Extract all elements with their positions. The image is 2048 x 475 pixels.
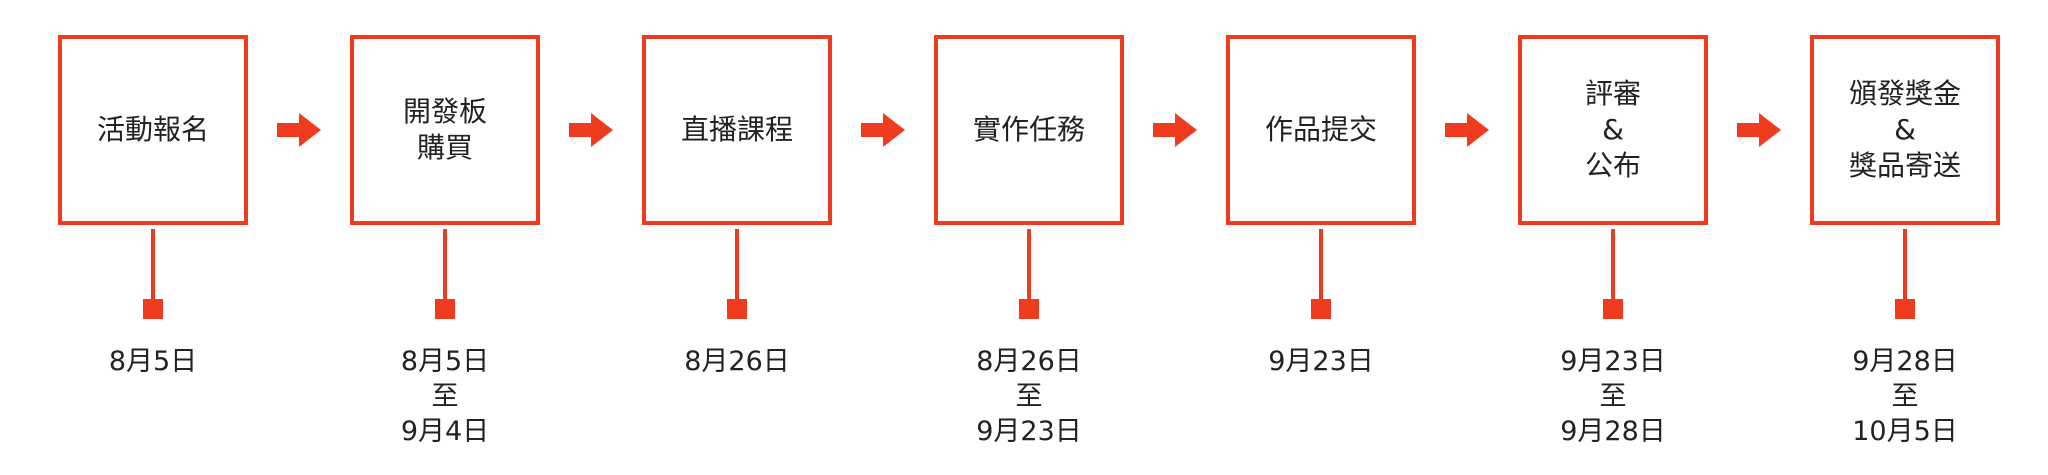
timeline-node xyxy=(1603,299,1623,319)
step-label-line: & xyxy=(1894,113,1916,146)
connector-line xyxy=(151,229,155,299)
step-label-line: 評審 xyxy=(1584,77,1641,110)
step-date-line: 9月4日 xyxy=(400,416,490,447)
step-date: 9月23日至 9月28日 xyxy=(1483,344,1743,449)
step-label-line: 實作任務 xyxy=(972,113,1085,146)
step-label-line: 活動報名 xyxy=(96,113,209,146)
step-box-3: 直播課程 xyxy=(642,35,832,319)
step-date: 8月5日至 9月4日 xyxy=(315,344,575,449)
step-date-line: 9月23日 xyxy=(1560,346,1666,377)
step-label-line: 獎品寄送 xyxy=(1848,149,1961,182)
step-date-line: 8月26日 xyxy=(976,346,1082,377)
timeline-node xyxy=(1311,299,1331,319)
step-date-line: 至 xyxy=(1015,381,1043,412)
connector-line xyxy=(1903,229,1907,299)
arrow-right-icon xyxy=(1153,113,1197,147)
step-date-line: 至 xyxy=(431,381,459,412)
step-date-line: 9月23日 xyxy=(1268,346,1374,377)
step-date: 9月28日至 10月5日 xyxy=(1775,344,2035,449)
step-box-2: 開發板購買 xyxy=(350,35,540,319)
step-box-5: 作品提交 xyxy=(1226,35,1416,319)
step-label: 活動報名 xyxy=(97,112,209,148)
arrow-right-icon xyxy=(861,113,905,147)
step-date-line: 9月28日 xyxy=(1852,346,1958,377)
step-box-7: 頒發獎金&獎品寄送 xyxy=(1810,35,2000,319)
timeline-node xyxy=(143,299,163,319)
step-label: 實作任務 xyxy=(973,112,1085,148)
timeline-node xyxy=(1895,299,1915,319)
step-label-line: 公布 xyxy=(1584,149,1641,182)
connector-line xyxy=(1611,229,1615,299)
step-date: 8月26日至 9月23日 xyxy=(899,344,1159,449)
step-label: 作品提交 xyxy=(1265,112,1377,148)
arrow-right-icon xyxy=(569,113,613,147)
step-label-line: 直播課程 xyxy=(680,113,793,146)
step-date-line: 9月23日 xyxy=(976,416,1082,447)
connector-line xyxy=(1027,229,1031,299)
step-date-line: 8月26日 xyxy=(684,346,790,377)
step-label: 開發板購買 xyxy=(403,94,487,166)
step-box-6: 評審&公布 xyxy=(1518,35,1708,319)
step-label: 直播課程 xyxy=(681,112,793,148)
step-date-line: 8月5日 xyxy=(108,346,198,377)
step-label-line: 開發板 xyxy=(402,95,487,128)
timeline-node xyxy=(727,299,747,319)
connector-line xyxy=(443,229,447,299)
step-date: 8月26日 xyxy=(607,344,867,379)
arrow-right-icon xyxy=(1737,113,1781,147)
step-label-line: 作品提交 xyxy=(1264,113,1377,146)
step-date-line: 9月28日 xyxy=(1560,416,1666,447)
timeline-node xyxy=(435,299,455,319)
arrow-right-icon xyxy=(1445,113,1489,147)
step-label-line: 購買 xyxy=(416,131,473,164)
step-label: 評審&公布 xyxy=(1585,76,1641,184)
step-date-line: 至 xyxy=(1599,381,1627,412)
connector-line xyxy=(1319,229,1323,299)
step-date: 8月5日 xyxy=(23,344,283,379)
step-label-line: 頒發獎金 xyxy=(1848,77,1961,110)
step-date-line: 8月5日 xyxy=(400,346,490,377)
connector-line xyxy=(735,229,739,299)
timeline-node xyxy=(1019,299,1039,319)
step-label: 頒發獎金&獎品寄送 xyxy=(1849,76,1961,184)
step-date: 9月23日 xyxy=(1191,344,1451,379)
step-date-line: 至 xyxy=(1891,381,1919,412)
step-box-4: 實作任務 xyxy=(934,35,1124,319)
step-label-line: & xyxy=(1602,113,1624,146)
arrow-right-icon xyxy=(277,113,321,147)
step-box-1: 活動報名 xyxy=(58,35,248,319)
step-date-line: 10月5日 xyxy=(1852,416,1958,447)
